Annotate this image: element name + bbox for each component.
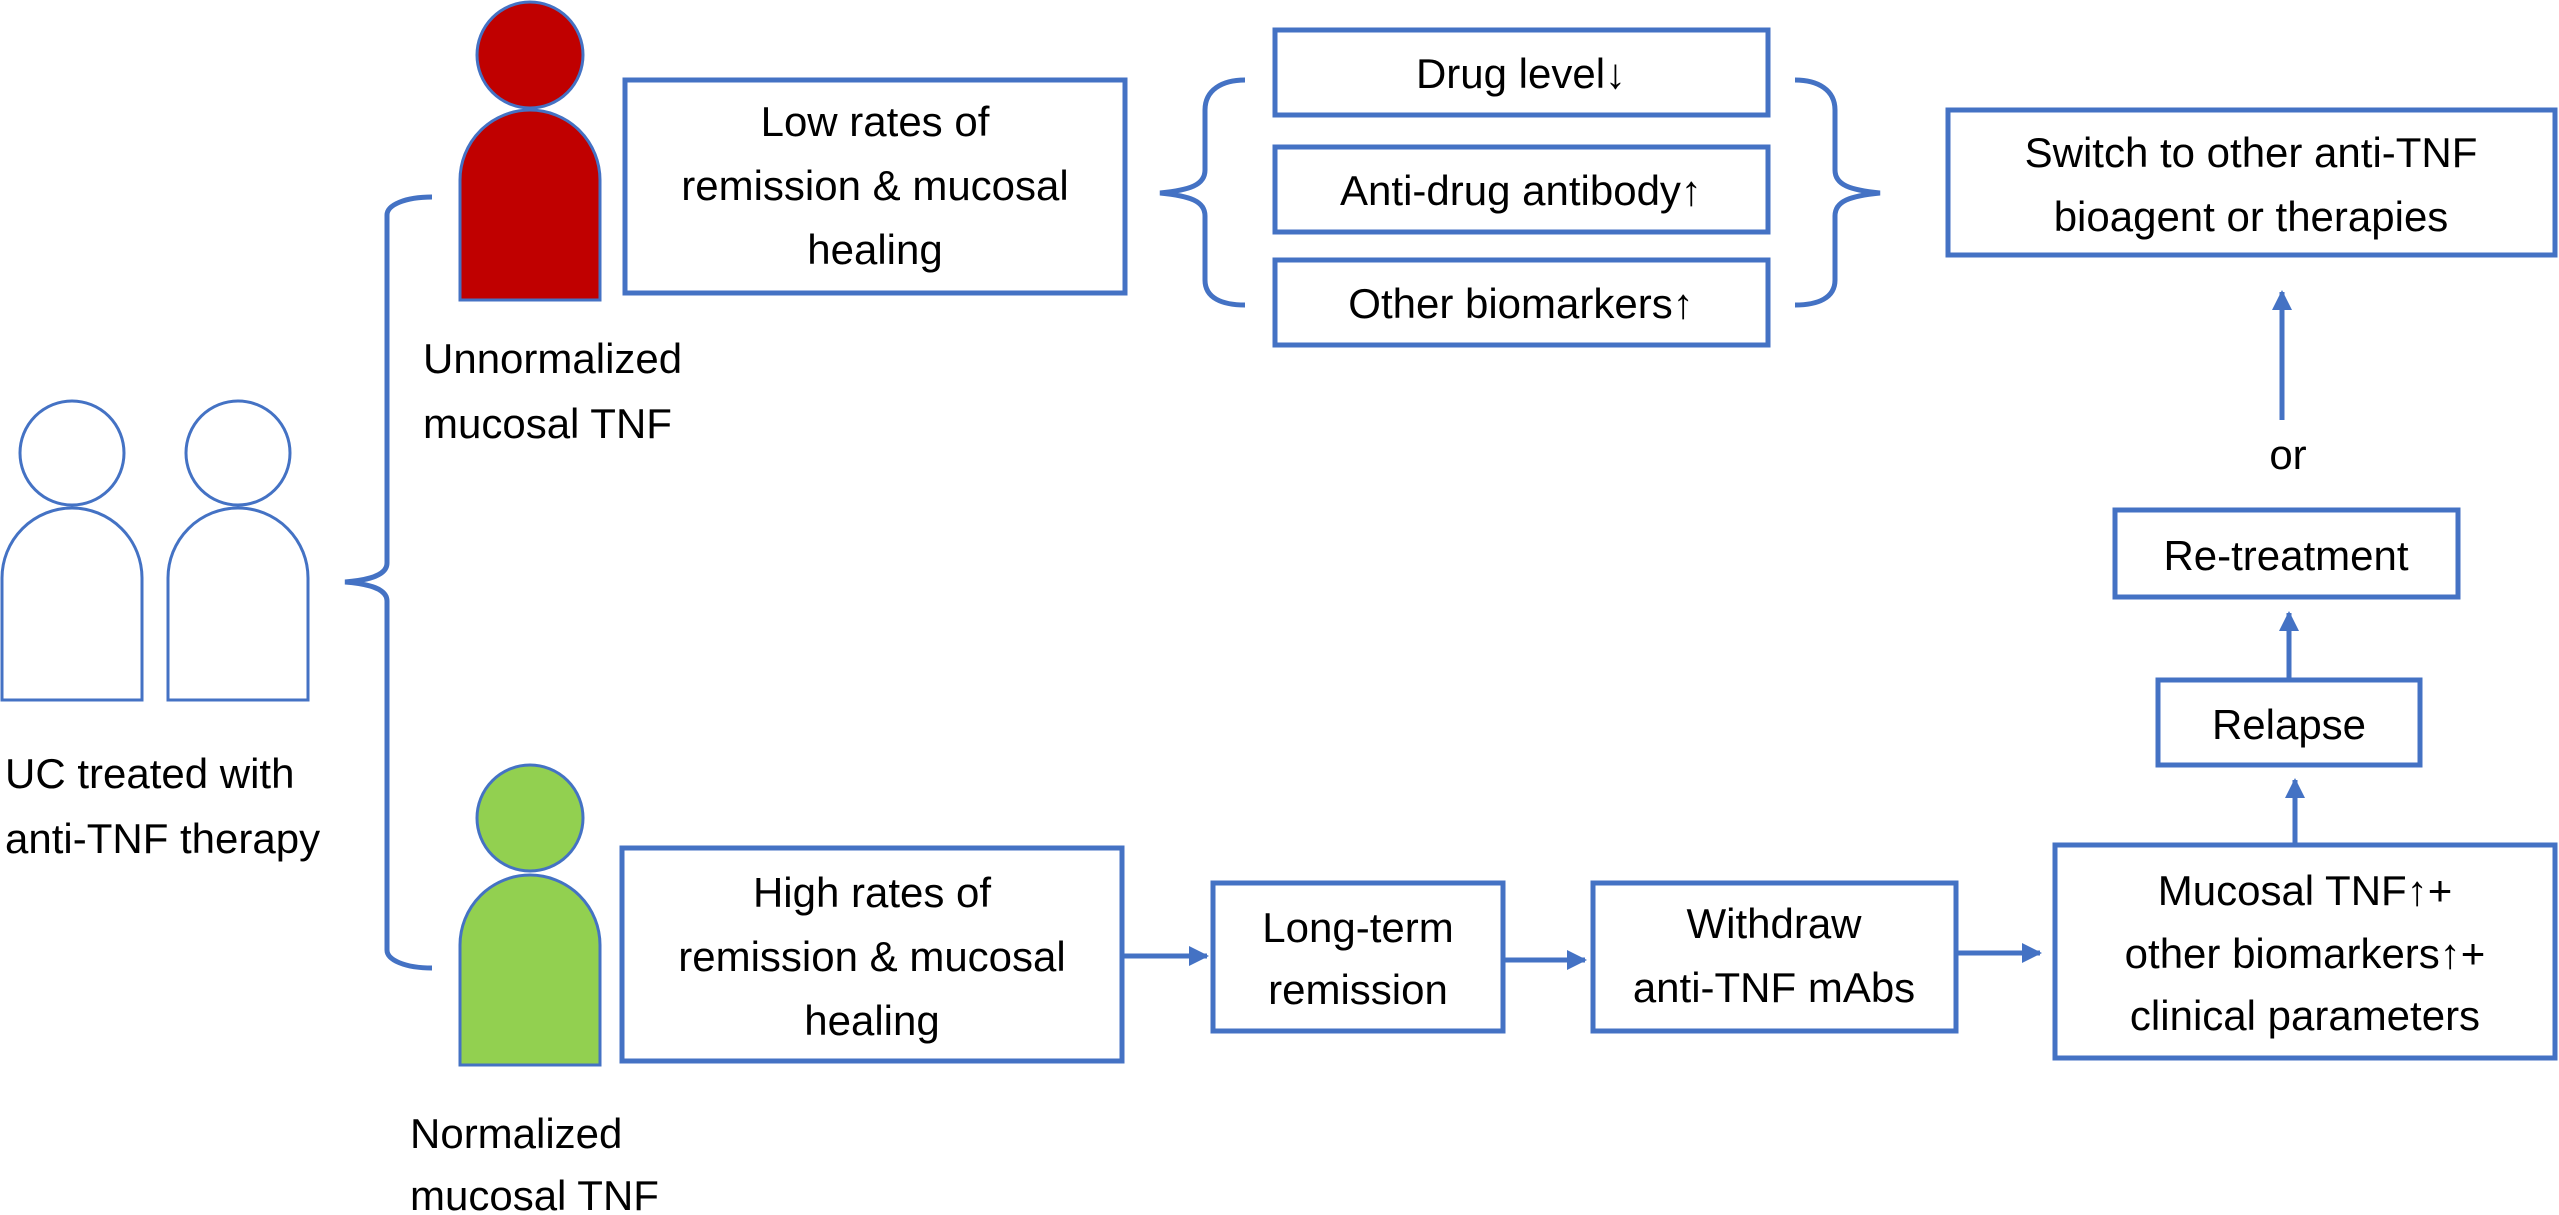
patients-group: UC treated with anti-TNF therapy xyxy=(0,399,320,862)
person-icon xyxy=(475,763,585,873)
marker-drug-level: Drug level↓ xyxy=(1272,27,1771,118)
marker-drug-level-text: Drug level↓ xyxy=(1416,50,1626,97)
normalized-label-line1: Normalized xyxy=(410,1110,622,1157)
marker-antibody: Anti-drug antibody↑ xyxy=(1272,144,1771,235)
withdraw-line2: anti-TNF mAbs xyxy=(1633,964,1915,1011)
retreatment-box: Re-treatment xyxy=(2112,507,2461,600)
marker-other: Other biomarkers↑ xyxy=(1272,257,1771,348)
person-icon xyxy=(184,399,292,507)
person-icon xyxy=(458,873,602,1067)
withdraw-line1: Withdraw xyxy=(1686,900,1862,947)
monitor-box: Mucosal TNF↑+ other biomarkers↑+ clinica… xyxy=(2052,842,2558,1061)
high-rates-line3: healing xyxy=(804,997,939,1044)
relapse-box: Relapse xyxy=(2155,677,2423,768)
low-rates-box: Low rates of remission & mucosal healing xyxy=(622,77,1128,296)
unnormalized-label-line1: Unnormalized xyxy=(423,335,682,382)
person-icon xyxy=(475,0,585,110)
marker-antibody-text: Anti-drug antibody↑ xyxy=(1340,167,1702,214)
low-rates-line2: remission & mucosal xyxy=(681,162,1068,209)
split-bracket xyxy=(344,194,433,971)
person-icon xyxy=(0,506,144,702)
unnormalized-label-line2: mucosal TNF xyxy=(423,400,672,447)
monitor-line3: clinical parameters xyxy=(2130,992,2480,1039)
person-icon xyxy=(166,506,310,702)
monitor-line1: Mucosal TNF↑+ xyxy=(2158,867,2452,914)
monitor-line2: other biomarkers↑+ xyxy=(2125,930,2486,977)
switch-box: Switch to other anti-TNF bioagent or the… xyxy=(1945,107,2558,258)
relapse-text: Relapse xyxy=(2212,701,2366,748)
longterm-box: Long-term remission xyxy=(1210,880,1506,1034)
or-label: or xyxy=(2269,431,2306,478)
switch-line2: bioagent or therapies xyxy=(2054,193,2449,240)
person-icon xyxy=(18,399,126,507)
longterm-line1: Long-term xyxy=(1262,904,1453,951)
high-rates-line1: High rates of xyxy=(753,869,991,916)
high-rates-box: High rates of remission & mucosal healin… xyxy=(619,845,1125,1064)
marker-other-text: Other biomarkers↑ xyxy=(1348,280,1693,327)
person-icon xyxy=(458,108,602,302)
low-rates-line3: healing xyxy=(807,226,942,273)
normalized-person-group: Normalized mucosal TNF xyxy=(410,763,659,1215)
withdraw-box: Withdraw anti-TNF mAbs xyxy=(1590,880,1959,1034)
retreatment-text: Re-treatment xyxy=(2163,532,2408,579)
low-rates-line1: Low rates of xyxy=(761,98,990,145)
patients-label-line1: UC treated with xyxy=(5,750,294,797)
longterm-line2: remission xyxy=(1268,966,1448,1013)
high-rates-line2: remission & mucosal xyxy=(678,933,1065,980)
markers-left-brace xyxy=(1159,77,1246,308)
markers-right-brace xyxy=(1794,77,1881,308)
patients-label-line2: anti-TNF therapy xyxy=(5,815,320,862)
unnormalized-person-group: Unnormalized mucosal TNF xyxy=(423,0,682,447)
switch-line1: Switch to other anti-TNF xyxy=(2025,129,2478,176)
normalized-label-line2: mucosal TNF xyxy=(410,1172,659,1215)
